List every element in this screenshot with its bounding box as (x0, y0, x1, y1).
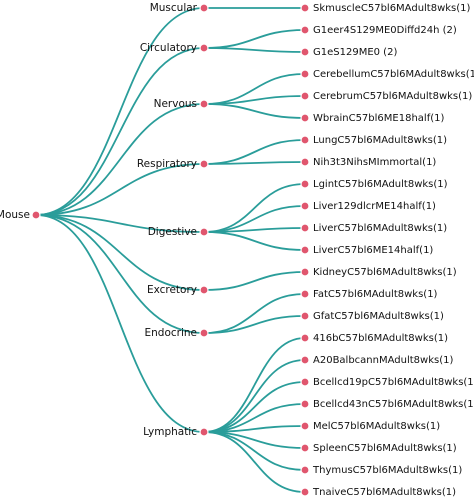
leaf-label: KidneyC57bl6MAdult8wks(1) (313, 267, 457, 278)
leaf-node[interactable] (300, 135, 310, 145)
leaf-node[interactable] (300, 245, 310, 255)
branch-link (203, 337, 306, 433)
tree-links (35, 7, 306, 493)
leaf-node[interactable] (300, 421, 310, 431)
branch-link (203, 431, 306, 471)
leaf-node[interactable] (300, 179, 310, 189)
leaf-node[interactable] (300, 25, 310, 35)
branch-link (203, 29, 306, 49)
category-label-endocrine: Endocrine (145, 327, 198, 339)
category-node-nervous[interactable] (199, 99, 209, 109)
branch-link (203, 47, 306, 53)
leaf-node[interactable] (300, 113, 310, 123)
category-label-nervous: Nervous (154, 98, 197, 110)
leaf-node[interactable] (300, 487, 310, 497)
leaf-label: FatC57bl6MAdult8wks(1) (313, 289, 438, 300)
leaf-label: GfatC57bl6MAdult8wks(1) (313, 311, 444, 322)
category-label-lymphatic: Lymphatic (143, 426, 197, 438)
leaf-label: Liver129dlcrME14half(1) (313, 201, 436, 212)
leaf-label: TnaiveC57bl6MAdult8wks(1) (312, 487, 456, 498)
root-to-muscular-link (35, 7, 205, 216)
branch-link (203, 293, 306, 334)
branch-link (203, 231, 306, 251)
leaf-node[interactable] (300, 69, 310, 79)
leaf-label: LgintC57bl6MAdult8wks(1) (313, 179, 448, 190)
branch-link (203, 431, 306, 493)
leaf-label: Nih3t3NihsMImmortal(1) (313, 157, 436, 168)
category-label-muscular: Muscular (150, 2, 198, 14)
leaf-label: Bcellcd43nC57bl6MAdult8wks(1) (313, 399, 474, 410)
leaf-label: SpleenC57bl6MAdult8wks(1) (313, 443, 457, 454)
branch-link (203, 381, 306, 433)
leaf-label: G1eS129ME0 (2) (313, 47, 397, 58)
root-label: Mouse (0, 209, 30, 221)
leaf-label: LungC57bl6MAdult8wks(1) (313, 135, 447, 146)
leaf-label: CerebellumC57bl6MAdult8wks(1) (313, 69, 474, 80)
leaf-label: G1eer4S129ME0Diffd24h (2) (313, 25, 457, 36)
leaf-label: CerebrumC57bl6MAdult8wks(1) (313, 91, 472, 102)
branch-link (203, 103, 306, 119)
root-to-respiratory-link (35, 163, 205, 216)
category-node-muscular[interactable] (199, 3, 209, 13)
leaf-label: Bcellcd19pC57bl6MAdult8wks(1) (313, 377, 474, 388)
root-to-lymphatic-link (35, 214, 205, 433)
category-node-lymphatic[interactable] (199, 427, 209, 437)
leaf-label: LiverC57bl6ME14half(1) (313, 245, 433, 256)
branch-link (203, 271, 306, 291)
root-to-nervous-link (35, 103, 205, 216)
branch-link (203, 315, 306, 334)
category-label-respiratory: Respiratory (137, 158, 197, 170)
leaf-label: 416bC57bl6MAdult8wks(1) (313, 333, 448, 344)
leaf-node[interactable] (300, 355, 310, 365)
leaf-node[interactable] (300, 3, 310, 13)
leaf-node[interactable] (300, 333, 310, 343)
leaf-node[interactable] (300, 157, 310, 167)
leaf-node[interactable] (300, 47, 310, 57)
category-node-respiratory[interactable] (199, 159, 209, 169)
branch-link (203, 161, 306, 165)
branch-link (203, 183, 306, 233)
leaf-label: WbrainC57bl6ME18half(1) (313, 113, 444, 124)
root-to-digestive-link (35, 214, 205, 233)
leaf-label: ThymusC57bl6MAdult8wks(1) (312, 465, 462, 476)
leaf-node[interactable] (300, 289, 310, 299)
root-to-circulatory-link (35, 47, 205, 216)
leaf-node[interactable] (300, 267, 310, 277)
leaf-node[interactable] (300, 201, 310, 211)
branch-link (203, 359, 306, 433)
category-label-circulatory: Circulatory (140, 42, 197, 54)
category-node-circulatory[interactable] (199, 43, 209, 53)
leaf-node[interactable] (300, 443, 310, 453)
leaf-node[interactable] (300, 465, 310, 475)
branch-link (203, 139, 306, 165)
leaf-label: A20BalbcannMAdult8wks(1) (313, 355, 453, 366)
leaf-label: SkmuscleC57bl6MAdult8wks(1) (313, 3, 471, 14)
leaf-node[interactable] (300, 223, 310, 233)
leaf-node[interactable] (300, 91, 310, 101)
category-node-digestive[interactable] (199, 227, 209, 237)
category-node-excretory[interactable] (199, 285, 209, 295)
leaf-label: LiverC57bl6MAdult8wks(1) (313, 223, 447, 234)
root-to-excretory-link (35, 214, 205, 291)
root-to-endocrine-link (35, 214, 205, 334)
category-label-excretory: Excretory (147, 284, 197, 296)
leaf-node[interactable] (300, 377, 310, 387)
branch-link (203, 95, 306, 105)
leaf-node[interactable] (300, 399, 310, 409)
category-node-endocrine[interactable] (199, 328, 209, 338)
leaf-node[interactable] (300, 311, 310, 321)
root-node[interactable] (31, 210, 41, 220)
leaf-label: MelC57bl6MAdult8wks(1) (313, 421, 440, 432)
category-label-digestive: Digestive (148, 226, 197, 238)
